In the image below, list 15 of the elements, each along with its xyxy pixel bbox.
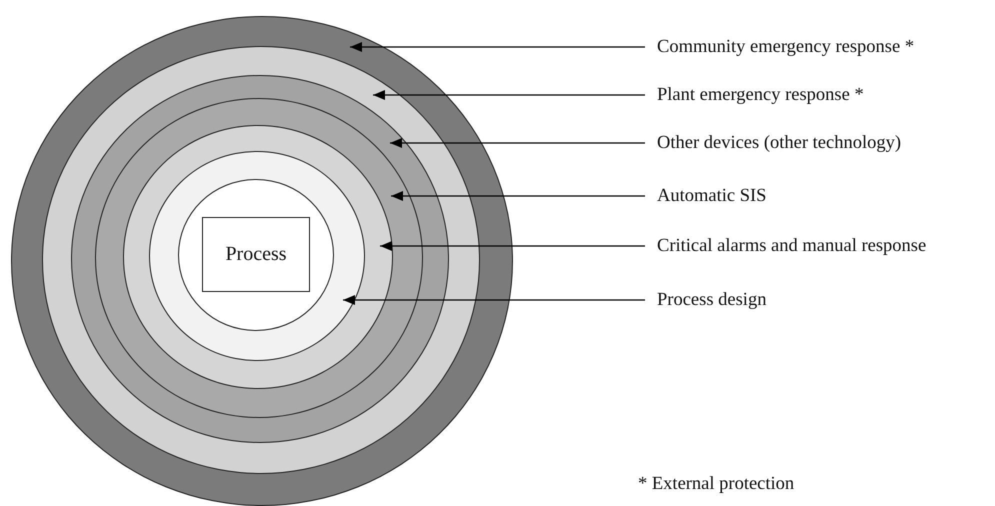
footnote: * External protection: [638, 474, 794, 495]
arrow: [391, 191, 645, 201]
layer-label: Community emergency response *: [645, 36, 914, 58]
arrow: [373, 90, 645, 100]
layer-label: Process design: [645, 289, 766, 311]
arrow: [343, 295, 645, 305]
layer-label: Plant emergency response *: [645, 84, 864, 106]
process-box: [202, 217, 310, 292]
layer-label: Other devices (other technology): [645, 132, 902, 154]
arrow: [390, 138, 645, 148]
arrow: [350, 42, 645, 52]
layer-label: Automatic SIS: [645, 185, 766, 207]
box-label: Process: [225, 243, 287, 266]
arrow: [380, 241, 645, 251]
layer-label: Critical alarms and manual response: [645, 235, 926, 257]
